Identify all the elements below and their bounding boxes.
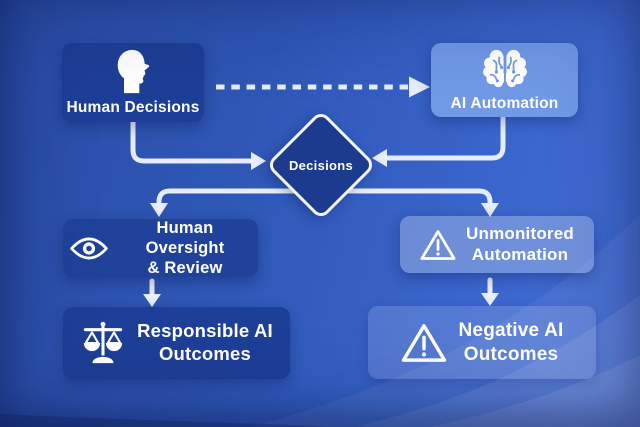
arrowhead	[251, 152, 266, 170]
label-line2: Automation	[471, 244, 569, 264]
label-line2: & Review	[147, 259, 223, 278]
arrowhead	[150, 203, 168, 217]
label-line1: Responsible AI	[137, 320, 273, 342]
label-line1: Negative AI	[458, 320, 564, 342]
node-human-oversight: Human Oversight & Review	[63, 219, 258, 277]
arrowhead	[481, 203, 499, 217]
node-human-decisions: Human Decisions	[62, 43, 204, 122]
arrowhead	[372, 149, 387, 167]
warning-triangle-icon	[401, 323, 446, 362]
node-label: Unmonitored Automation	[466, 224, 574, 265]
node-decisions: Decisions	[265, 109, 377, 221]
brain-circuit-icon	[482, 49, 527, 87]
node-label: Responsible AI Outcomes	[137, 320, 273, 365]
node-responsible-outcomes: Responsible AI Outcomes	[63, 307, 290, 379]
label-line2: Outcomes	[158, 343, 252, 364]
head-profile-icon	[117, 49, 150, 93]
edge-decisions-to-human-oversight	[156, 188, 303, 207]
node-unmonitored-automation: Unmonitored Automation	[400, 216, 594, 273]
edge-human-decisions-to-decisions	[130, 119, 254, 164]
node-label: AI Automation	[450, 94, 559, 112]
eye-icon	[70, 237, 108, 259]
node-label: Human Decisions	[66, 98, 200, 116]
node-label: Human Oversight & Review	[118, 218, 252, 278]
arrowhead	[409, 76, 430, 98]
node-ai-automation: AI Automation	[431, 43, 578, 117]
edge-ai-automation-to-decisions	[384, 114, 506, 161]
scales-icon	[83, 321, 123, 364]
arrowhead	[143, 294, 161, 307]
label-line1: Human Oversight	[145, 218, 225, 257]
node-label: Decisions	[288, 157, 354, 173]
edge-decisions-to-unmonitored	[335, 188, 493, 207]
node-negative-outcomes: Negative AI Outcomes	[368, 306, 596, 379]
warning-triangle-icon	[420, 229, 456, 260]
node-label: Negative AI Outcomes	[459, 319, 564, 365]
label-line2: Outcomes	[463, 343, 559, 365]
arrowhead	[481, 293, 499, 306]
label-line1: Unmonitored	[466, 223, 574, 243]
